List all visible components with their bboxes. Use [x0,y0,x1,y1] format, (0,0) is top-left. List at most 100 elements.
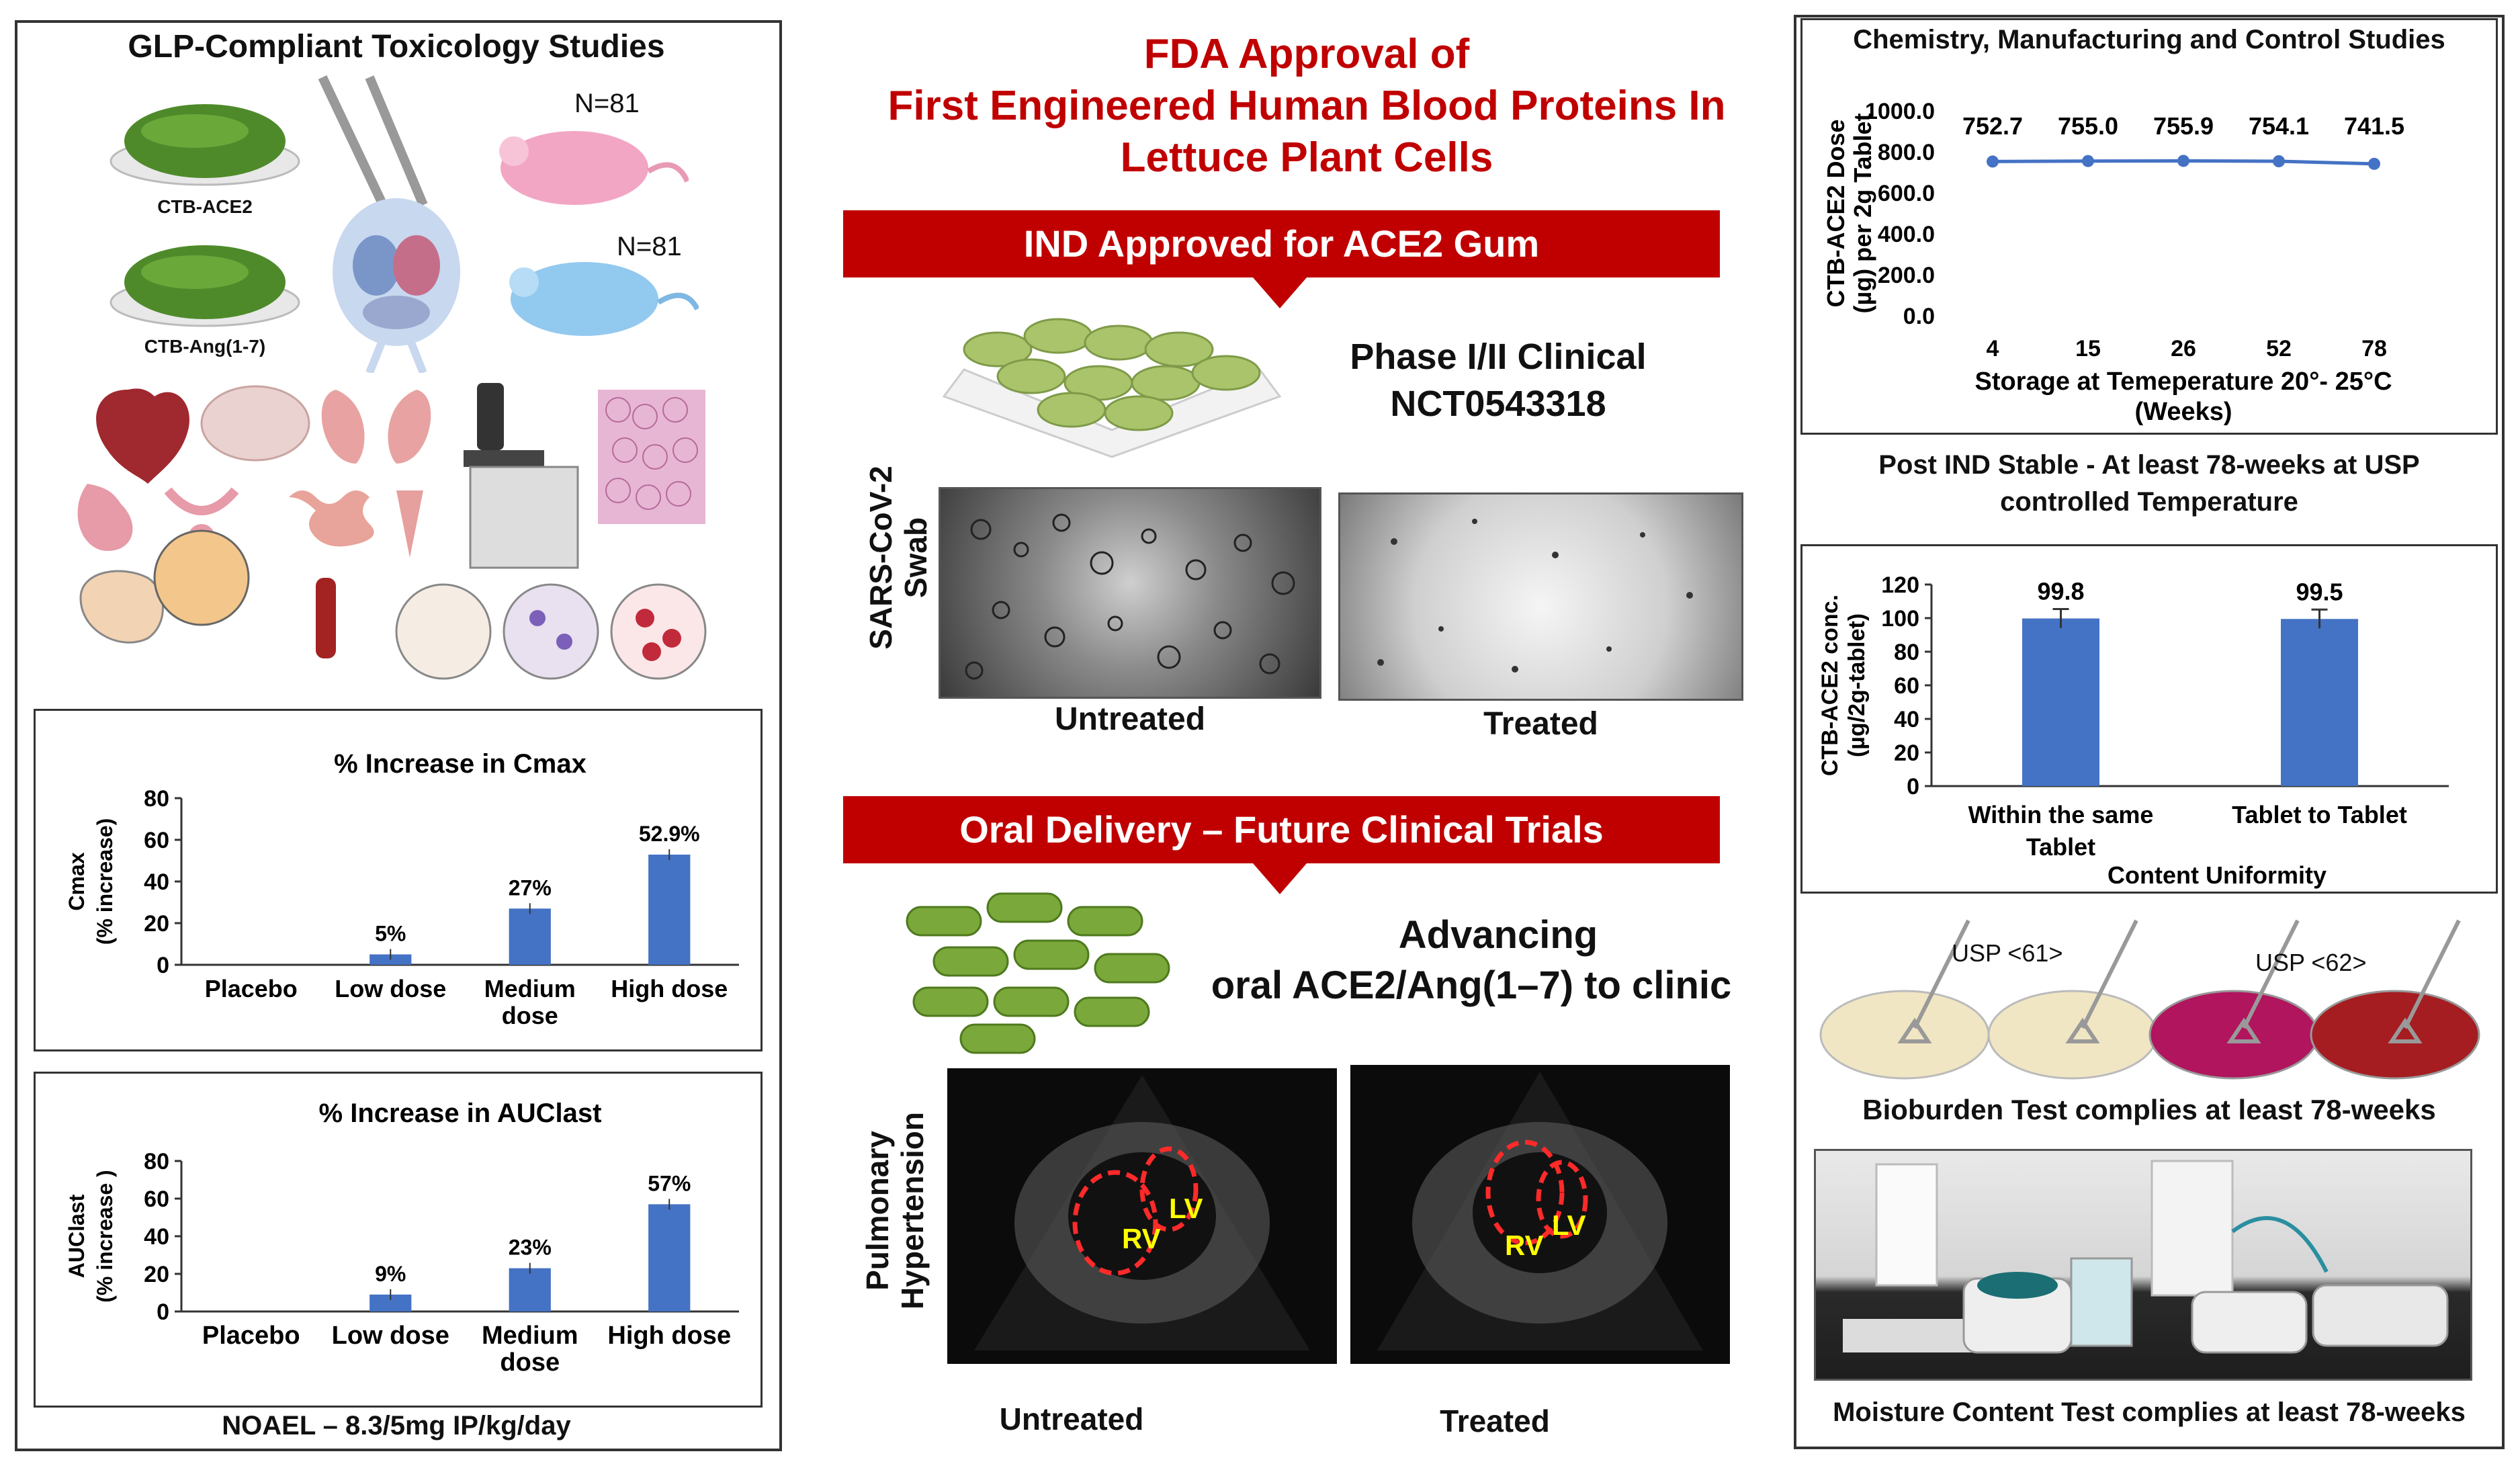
x-tick-label: Low dose [332,1322,449,1350]
y-tick-label: 0 [157,953,169,978]
rat-blue-illustration [497,249,700,343]
x-axis-label: Storage at Temeperature 20°- 25°C [1974,368,2392,396]
echo-treated-label: Treated [1440,1404,1550,1438]
ph-line2: Hypertension [895,1112,930,1309]
data-label: 52.9% [639,822,700,846]
chart-title: % Increase in AUClast [319,1099,602,1128]
data-label: 99.5 [2296,578,2343,605]
data-label: 741.5 [2344,112,2404,140]
y-tick-label: 1000.0 [1865,99,1935,124]
x-tick-label: 78 [2361,336,2387,361]
gum-tablets-illustration [937,296,1287,464]
organ-icons-illustration [67,376,712,685]
moisture-text: Moisture Content Test complies at least … [1833,1397,2466,1427]
x-axis-label: (Weeks) [2134,398,2232,426]
n-top: N=81 [574,89,640,118]
y-axis-label: CTB-ACE2 Dose [1822,119,1850,307]
y-tick-label: 40 [1894,707,1919,732]
x-tick-label: Medium [484,975,576,1002]
x-tick-label: 26 [2171,336,2196,361]
powder-bowl-ace2 [107,94,302,188]
y-tick-label: 80 [144,786,169,812]
y-tick-label: 20 [144,911,169,937]
echo-untreated-image: RV LV [947,1068,1337,1364]
data-point [2273,155,2285,167]
noael-text: NOAEL – 8.3/5mg IP/kg/day [222,1411,571,1440]
cmc-title: Chemistry, Manufacturing and Control Stu… [1853,25,2445,54]
y-tick-label: 0 [1907,774,1919,800]
y-tick-label: 0 [157,1299,169,1325]
phase-line2: NCT0543318 [1390,384,1606,424]
ind-approved-banner: IND Approved for ACE2 Gum [843,210,1720,277]
echo-untreated-rv: RV [1122,1223,1161,1254]
main-title-line3: Lettuce Plant Cells [1120,134,1493,181]
ph-line1: Pulmonary [860,1131,895,1291]
data-label: 755.0 [2058,112,2118,140]
capsules-illustration [894,880,1182,1062]
swab-treated-label: Treated [1483,706,1598,742]
x-tick-label: High dose [607,1322,731,1350]
oral-delivery-banner: Oral Delivery – Future Clinical Trials [843,796,1720,863]
oral-banner-arrow [1253,863,1307,894]
y-tick-label: 40 [144,1224,169,1250]
echo-treated-rv: RV [1505,1230,1544,1261]
y-tick-label: 120 [1881,572,1919,598]
ind-banner-arrow [1253,277,1307,308]
uniformity-panel [1800,544,2498,894]
data-label: 57% [648,1171,691,1195]
x-tick-label: 4 [1987,336,1999,361]
petri-dishes-illustration [1814,907,2486,1088]
echo-treated-image: RV LV [1350,1065,1730,1364]
y-tick-label: 20 [144,1262,169,1287]
x-tick-label: dose [502,1002,558,1029]
y-axis-label: (% increase ) [93,1170,117,1302]
advancing-line2: oral ACE2/Ang(1–7) to clinic [1211,963,1732,1007]
data-label: 99.8 [2037,578,2084,605]
data-point [2177,155,2189,167]
bar [509,908,551,965]
x-tick-label: 52 [2266,336,2292,361]
y-tick-label: 20 [1894,740,1919,766]
bar [2022,618,2099,786]
cmax-chart-panel [34,709,763,1051]
moisture-lab-image [1814,1149,2472,1381]
rat-pink-illustration [487,114,690,215]
x-tick-label: High dose [611,975,728,1002]
stable-line2: controlled Temperature [2000,487,2298,517]
echo-treated-lv: LV [1552,1209,1586,1241]
data-point [1987,155,1999,168]
y-tick-label: 100 [1881,606,1919,632]
y-tick-label: 40 [144,869,169,895]
advancing-line1: Advancing [1398,913,1598,957]
y-tick-label: 60 [144,828,169,853]
y-axis-label: (µg/2g-tablet) [1844,613,1870,757]
usp61-label: USP <61> [1952,939,2063,967]
y-tick-label: 60 [144,1187,169,1212]
y-tick-label: 600.0 [1878,181,1935,206]
x-tick-label: Low dose [335,975,446,1002]
data-label: 752.7 [1962,112,2023,140]
swab-line1: SARS-CoV-2 [863,466,898,650]
y-axis-label: CTB-ACE2 conc. [1817,595,1843,776]
data-label: 755.9 [2153,112,2214,140]
tox-title: GLP-Compliant Toxicology Studies [128,29,665,64]
x-tick-label: Within the same [1968,801,2154,828]
x-tick-label: Tablet [2026,833,2095,861]
data-label: 5% [375,922,406,946]
y-tick-label: 400.0 [1878,222,1935,247]
y-tick-label: 60 [1894,673,1919,699]
y-tick-label: 80 [1894,640,1919,665]
data-label: 23% [509,1236,552,1260]
bar [648,855,691,965]
y-tick-label: 200.0 [1878,263,1935,288]
syringe-rat-anatomy-illustration [309,71,484,375]
bioburden-text: Bioburden Test complies at least 78-week… [1862,1094,2436,1125]
echo-untreated-label: Untreated [999,1402,1144,1436]
bar [2281,619,2358,786]
x-tick-label: 15 [2075,336,2101,361]
swab-treated-image [1338,492,1743,701]
data-label: 27% [509,875,552,900]
y-tick-label: 80 [144,1149,169,1174]
